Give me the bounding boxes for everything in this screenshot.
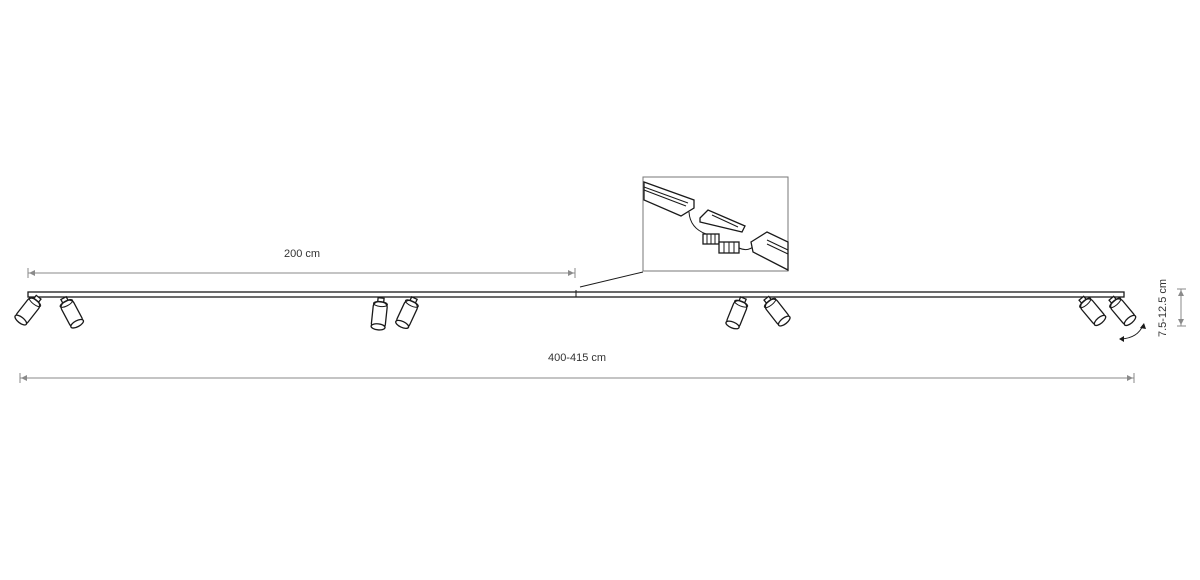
spotlights: [12, 292, 1138, 332]
connector-detail-inset: [579, 176, 789, 288]
dimension-200cm: 200 cm: [27, 248, 576, 278]
spotlight: [370, 296, 389, 332]
dimension-total: 400-415 cm: [19, 352, 1135, 383]
dimension-label-total: 400-415 cm: [548, 352, 606, 364]
spotlight: [760, 293, 793, 329]
dimension-label-height: 7.5-12.5 cm: [1157, 279, 1169, 337]
spotlight: [724, 294, 751, 332]
spotlight: [56, 294, 86, 331]
spotlight: [1075, 293, 1108, 328]
dimension-label-200: 200 cm: [284, 248, 320, 260]
spotlight: [1105, 293, 1138, 328]
spotlight: [12, 292, 45, 328]
dimension-height: 7.5-12.5 cm: [1157, 279, 1186, 337]
rotation-arrow-icon: [1119, 323, 1146, 342]
spotlight: [393, 294, 422, 331]
track-rail: [27, 290, 1125, 298]
